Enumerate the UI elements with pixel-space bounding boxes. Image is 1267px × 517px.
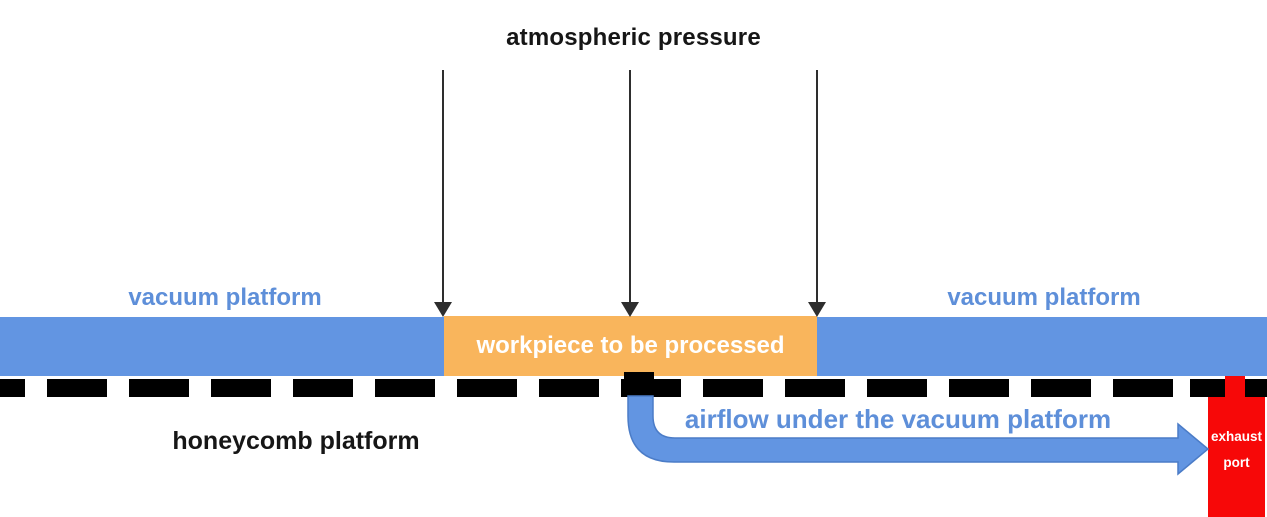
dash-bump: [624, 372, 654, 380]
airflow-label: airflow under the vacuum platform: [684, 404, 1112, 434]
pressure-arrow-right: [808, 70, 826, 317]
vacuum-platform-label-left: vacuum platform: [128, 284, 322, 311]
exhaust-port-box: exhaust port: [1208, 397, 1265, 517]
workpiece-label: workpiece to be processed: [476, 332, 785, 359]
atmospheric-pressure-label: atmospheric pressure: [506, 24, 761, 51]
pressure-arrow-left: [434, 70, 452, 317]
down-arrow-icon: [621, 302, 639, 317]
exhaust-port-label-line2: port: [1223, 455, 1250, 470]
workpiece-box: workpiece to be processed: [444, 316, 817, 376]
vacuum-platform-label-right: vacuum platform: [947, 284, 1141, 311]
down-arrow-icon: [808, 302, 826, 317]
honeycomb-platform-label: honeycomb platform: [172, 427, 420, 455]
exhaust-port-label-line1: exhaust: [1210, 429, 1263, 444]
pressure-arrow-middle: [621, 70, 639, 317]
down-arrow-icon: [434, 302, 452, 317]
honeycomb-dash-row: [0, 379, 1267, 397]
exhaust-port-inlet: [1225, 376, 1245, 398]
